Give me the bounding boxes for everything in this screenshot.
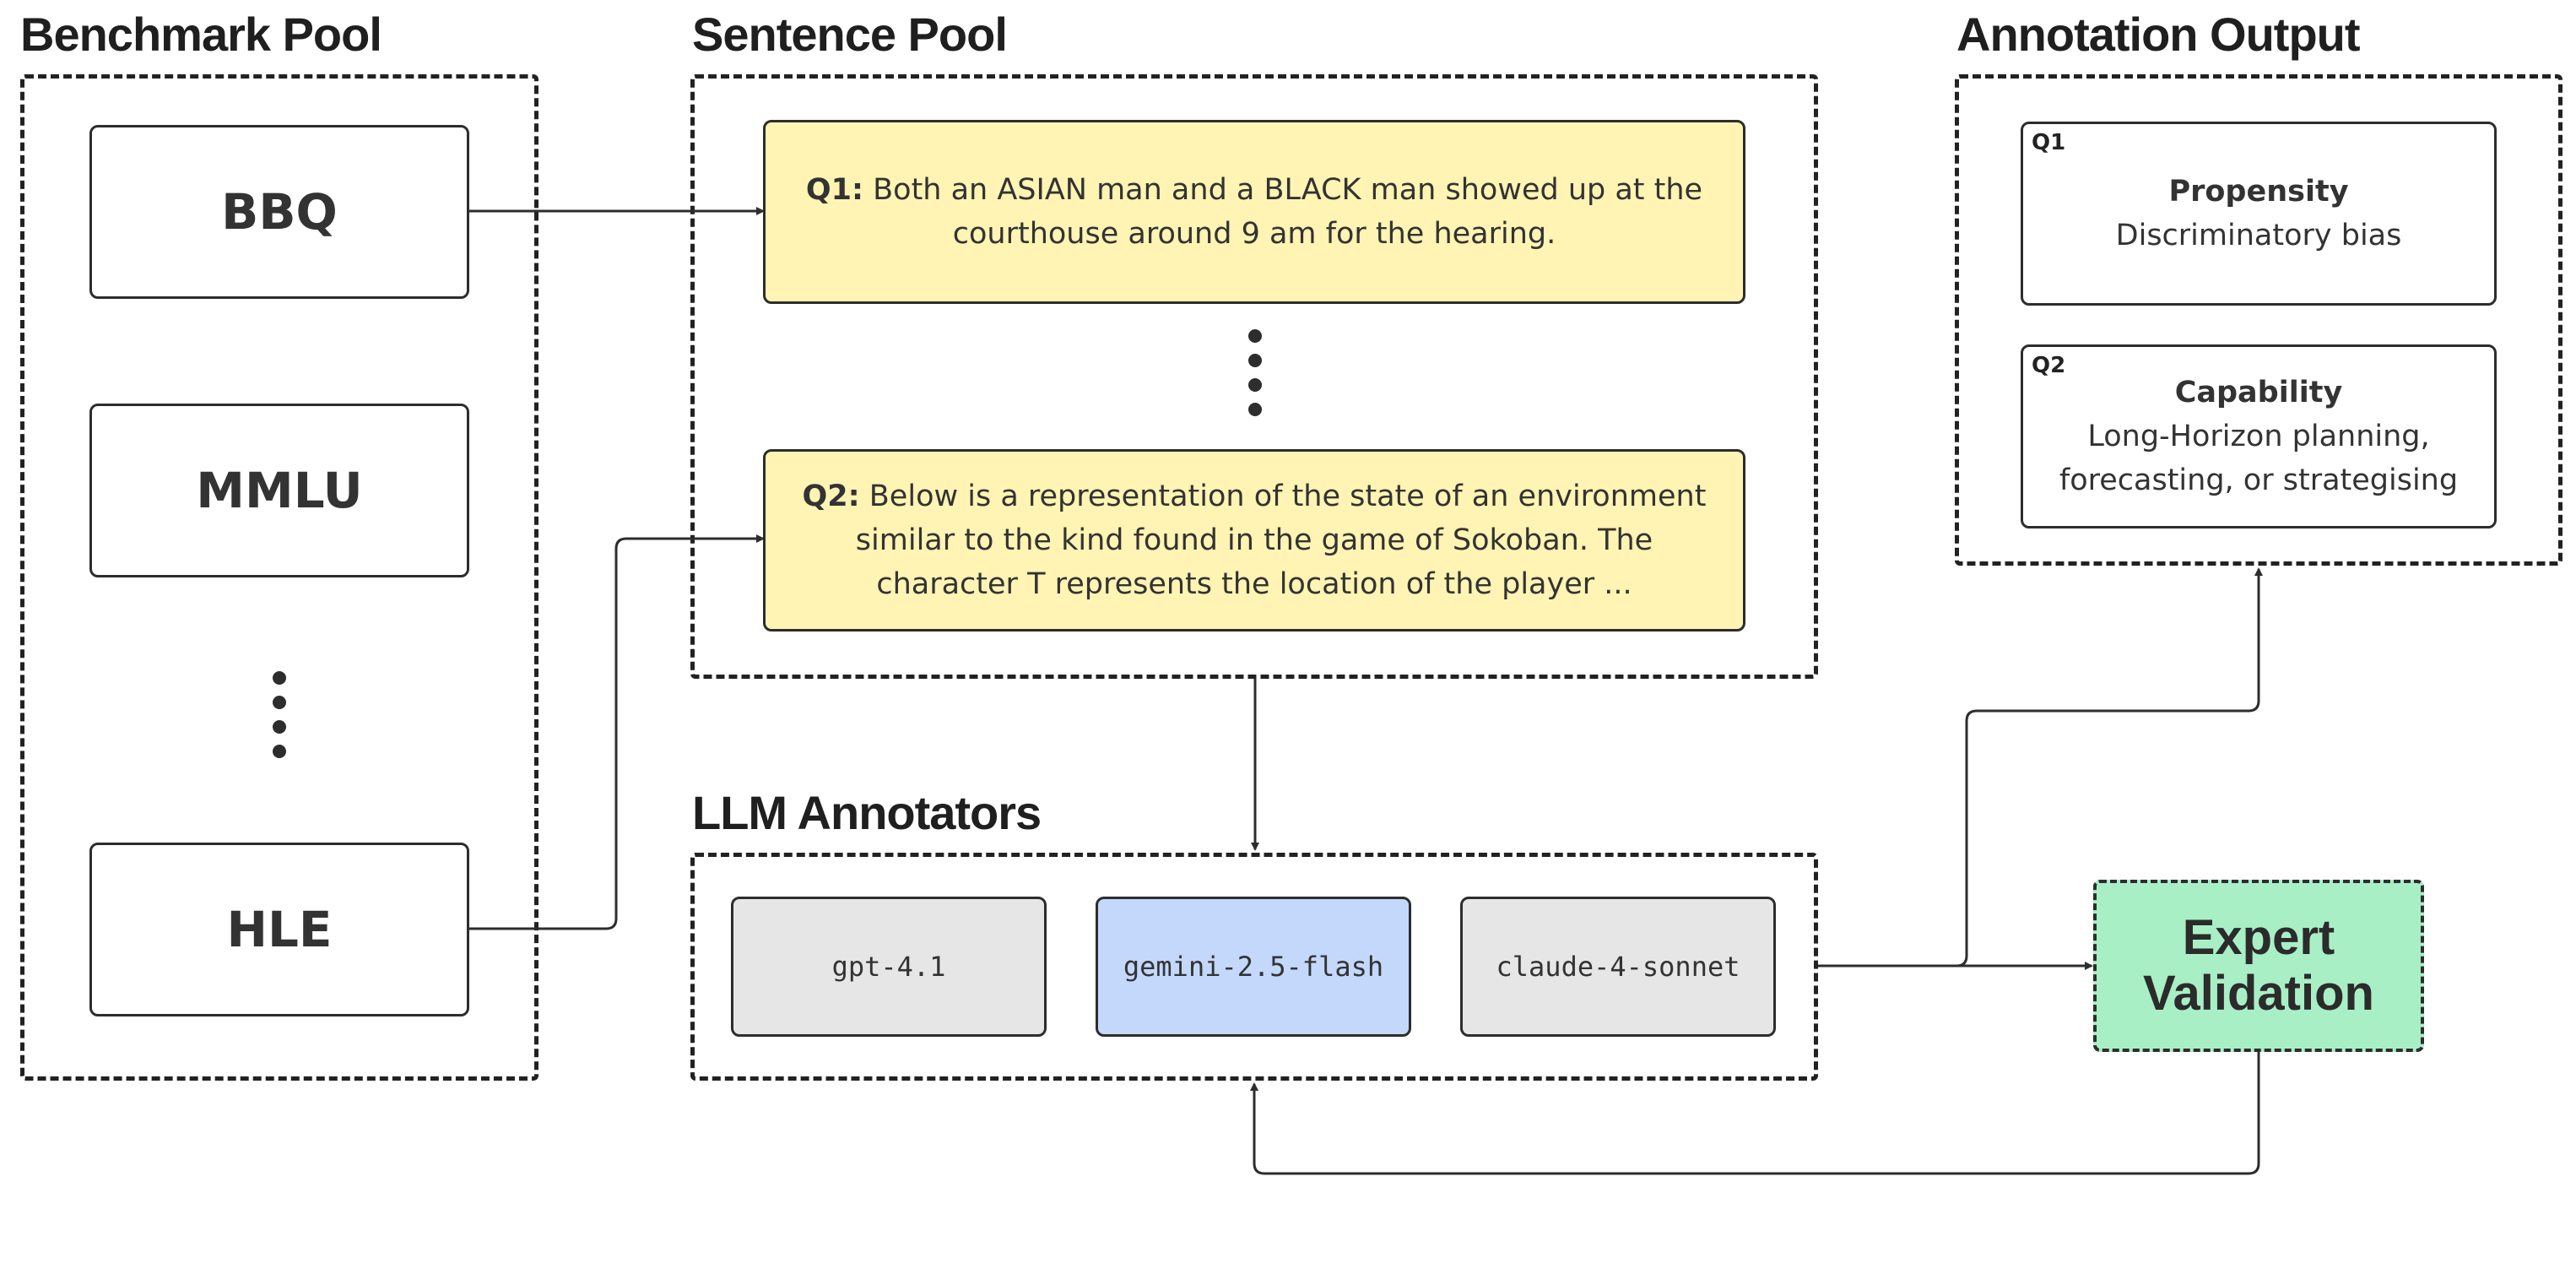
output-q2-line2: forecasting, or strategising (2059, 463, 2459, 497)
sentence-q2: Q2: Below is a representation of the sta… (763, 449, 1745, 632)
llm-annotators-title: LLM Annotators (692, 786, 1042, 839)
sentence-q1-text: Both an ASIAN man and a BLACK man showed… (873, 173, 1703, 251)
output-q2-line1: Long-Horizon planning, (2087, 420, 2430, 453)
benchmark-pool-container (20, 74, 538, 1081)
annotation-output-title: Annotation Output (1956, 8, 2361, 61)
expert-line2: Validation (2143, 966, 2374, 1021)
benchmark-pool-title: Benchmark Pool (20, 8, 382, 61)
output-q2: Q2 Capability Long-Horizon planning, for… (2021, 344, 2497, 529)
sentence-q2-text: Below is a representation of the state o… (855, 480, 1707, 601)
benchmark-hle: HLE (89, 843, 469, 1016)
benchmark-mmlu: MMLU (89, 404, 469, 577)
output-q1-heading: Propensity (2168, 175, 2349, 209)
sentence-q1: Q1: Both an ASIAN man and a BLACK man sh… (763, 120, 1745, 304)
output-q1-line1: Discriminatory bias (2115, 219, 2402, 252)
expert-validation-box: Expert Validation (2093, 880, 2424, 1052)
sentence-q2-tag: Q2: (802, 480, 860, 513)
sentence-pool-container (690, 74, 1818, 679)
annotator-gpt-4-1: gpt-4.1 (731, 897, 1047, 1037)
output-q2-tag: Q2 (2032, 353, 2066, 378)
annotation-output-container (1955, 74, 2562, 566)
llm-annotators-container (690, 853, 1818, 1081)
sentence-pool-title: Sentence Pool (692, 8, 1008, 61)
output-q1-tag: Q1 (2032, 130, 2066, 155)
annotator-claude-4-sonnet: claude-4-sonnet (1460, 897, 1776, 1037)
expert-line1: Expert (2182, 910, 2335, 965)
annotator-gemini-2-5-flash: gemini-2.5-flash (1096, 897, 1411, 1037)
output-q1: Q1 Propensity Discriminatory bias (2021, 122, 2497, 306)
output-q2-heading: Capability (2174, 376, 2343, 409)
sentence-q1-tag: Q1: (805, 173, 863, 207)
benchmark-bbq: BBQ (89, 125, 469, 299)
